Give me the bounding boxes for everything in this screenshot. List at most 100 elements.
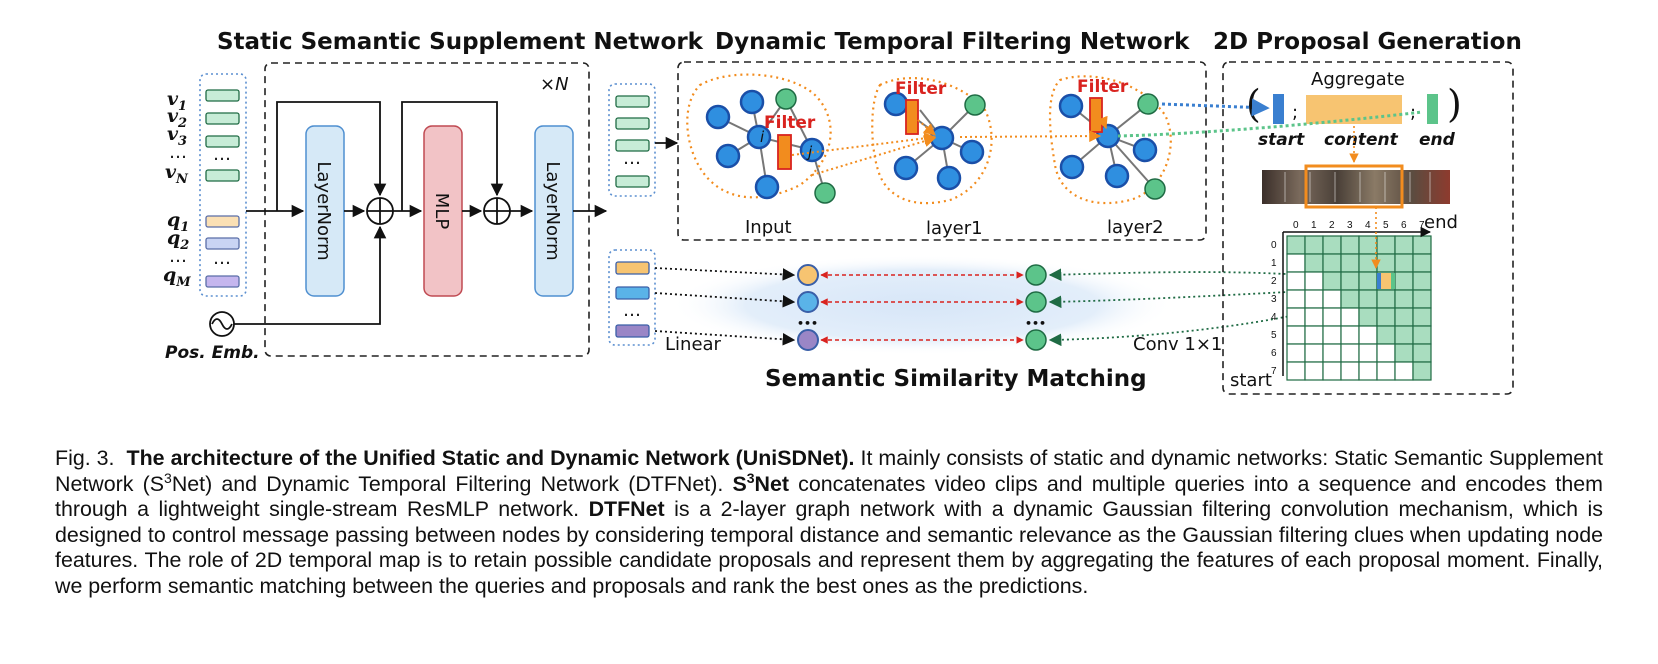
map-cell	[1322, 253, 1342, 273]
map-cell	[1322, 343, 1342, 363]
architecture-diagram: Static Semantic Supplement Network Dynam…	[163, 29, 1522, 395]
map-cell	[1412, 325, 1432, 345]
map-cell	[1340, 235, 1360, 255]
query-token	[205, 275, 240, 288]
map-cell	[1304, 253, 1324, 273]
map-tick-x: 1	[1311, 220, 1317, 231]
caption-s3net: S	[732, 471, 747, 496]
caption-title: The architecture of the Unified Static a…	[126, 446, 855, 470]
graph-node	[893, 155, 919, 181]
map-cell	[1340, 271, 1360, 291]
map-cell	[1358, 343, 1378, 363]
token-dots: …	[213, 144, 231, 165]
caption-fig-label: Fig. 3.	[55, 446, 115, 470]
repeat-label: ×N	[540, 74, 569, 95]
graph-node	[929, 125, 955, 151]
map-tick-y: 6	[1271, 348, 1277, 359]
video-token	[205, 89, 240, 102]
map-tick-x: 6	[1401, 220, 1407, 231]
map-cell	[1358, 253, 1378, 273]
query-token	[205, 237, 240, 250]
end-label: end	[1419, 130, 1456, 150]
encoded-query-token	[615, 286, 650, 300]
add-icon	[366, 197, 394, 225]
similarity-links	[820, 271, 1024, 344]
encoded-token	[615, 95, 650, 108]
input-token-column	[199, 73, 247, 297]
map-cell	[1286, 289, 1306, 309]
video-frames	[1284, 172, 1431, 202]
map-tick-y: 0	[1271, 240, 1277, 251]
message-passing-arrows	[791, 115, 1108, 176]
map-cell	[1340, 307, 1360, 327]
filter-markers: Filter Filter Filter	[764, 77, 1129, 170]
query-label-1: q1	[167, 209, 189, 235]
map-tick-y: 3	[1271, 294, 1277, 305]
temporal-map-grid	[1286, 235, 1432, 381]
map-cell	[1394, 271, 1414, 291]
mlp-label: MLP	[431, 193, 452, 230]
map-cell	[1376, 235, 1396, 255]
graph-node-j	[799, 137, 825, 163]
map-cell	[1394, 253, 1414, 273]
graph-node	[1059, 154, 1085, 180]
map-cell	[1322, 325, 1342, 345]
caption-text: concatenates video clips and multiple qu…	[55, 471, 1603, 522]
map-cell	[1412, 235, 1432, 255]
title-proposal: 2D Proposal Generation	[1213, 29, 1522, 55]
map-cell	[1358, 271, 1378, 291]
map-cell	[1376, 325, 1396, 345]
map-cell	[1286, 253, 1306, 273]
graph-node	[754, 174, 780, 200]
map-cell	[1412, 361, 1432, 381]
map-cell	[1394, 289, 1414, 309]
graph-node	[705, 104, 731, 130]
query-match-nodes: •••	[797, 264, 819, 351]
query-label-m: qM	[163, 264, 191, 290]
dtfnet-to-proposal-arrow-green	[1117, 110, 1423, 138]
proposal-node	[1025, 264, 1047, 286]
map-cell	[1286, 343, 1306, 363]
conv-label: Conv 1×1	[1133, 334, 1222, 355]
map-cell	[1412, 343, 1432, 363]
map-tick-y: 7	[1271, 366, 1277, 377]
graph-node	[1132, 137, 1158, 163]
add-icon	[483, 197, 511, 225]
graph-node-green	[1144, 178, 1166, 200]
map-cell	[1304, 343, 1324, 363]
video-token	[205, 169, 240, 182]
query-node	[797, 264, 819, 286]
query-dots: …	[169, 246, 187, 267]
caption-sup: 3	[746, 469, 755, 486]
map-tick-x: 7	[1419, 220, 1425, 231]
encoded-token	[615, 139, 650, 152]
title-s3net: Static Semantic Supplement Network	[217, 29, 704, 55]
video-label-3: v3	[167, 123, 187, 149]
graph-node	[1058, 93, 1084, 119]
encoded-query-token	[615, 324, 650, 338]
proposal-node	[1025, 291, 1047, 313]
encoded-query-tokens: …	[615, 261, 650, 338]
video-tokens: …	[205, 89, 240, 182]
map-tick-y: 4	[1271, 312, 1277, 323]
caption-sup: 3	[164, 469, 172, 486]
map-cell	[1304, 307, 1324, 327]
map-cell	[1322, 361, 1342, 381]
caption-dtfnet: DTFNet	[588, 497, 665, 521]
token-dots: …	[213, 248, 231, 269]
layer-label-input: Input	[745, 217, 792, 238]
graph-node	[739, 89, 765, 115]
map-tick-y: 5	[1271, 330, 1277, 341]
title-matching: Semantic Similarity Matching	[765, 366, 1147, 392]
map-cell	[1394, 307, 1414, 327]
caption-text: It mainly consists of static and dynamic…	[55, 446, 1603, 496]
filter-bar	[1089, 97, 1103, 133]
map-cell	[1376, 361, 1396, 381]
encoded-query-token	[615, 261, 650, 275]
video-selection	[1304, 164, 1404, 209]
map-cell	[1286, 271, 1306, 291]
map-cell	[1340, 343, 1360, 363]
map-tick-x: 2	[1329, 220, 1335, 231]
map-cell	[1394, 361, 1414, 381]
layer-label-layer1: layer1	[926, 218, 983, 239]
